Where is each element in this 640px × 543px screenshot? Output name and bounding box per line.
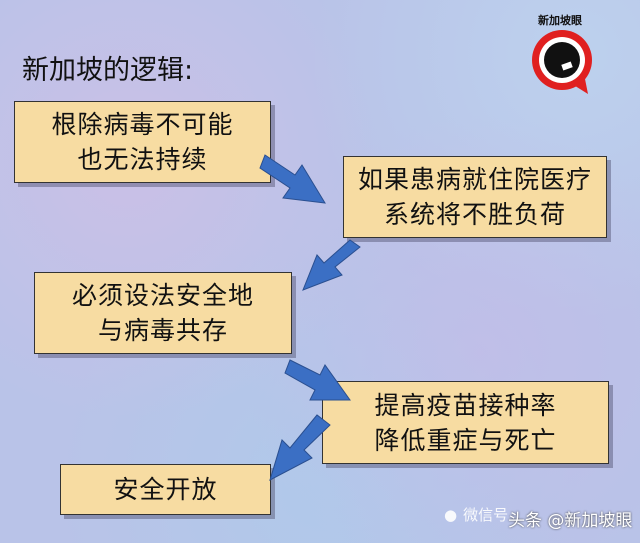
- step-4-line-2: 降低重症与死亡: [374, 425, 557, 455]
- step-box-5: 安全开放: [60, 464, 271, 515]
- diagram-title: 新加坡的逻辑:: [22, 55, 194, 86]
- step-box-4: 提高疫苗接种率 降低重症与死亡: [322, 381, 609, 464]
- step-3-line-1: 必须设法安全地: [71, 281, 254, 310]
- step-box-1: 根除病毒不可能 也无法持续: [14, 101, 271, 183]
- wechat-icon: ●: [444, 505, 458, 524]
- step-2-line-2: 系统将不胜负荷: [383, 200, 566, 229]
- watermark-wechat: ●微信号: [444, 505, 509, 525]
- arrow-down-left-icon: [302, 239, 361, 291]
- step-5-line-1: 安全开放: [113, 475, 218, 504]
- step-1-line-2: 也无法持续: [77, 145, 208, 174]
- step-3-line-2: 与病毒共存: [97, 316, 228, 345]
- logo-text: 新加坡眼: [538, 14, 582, 27]
- step-box-3: 必须设法安全地 与病毒共存: [34, 272, 292, 354]
- watermark-toutiao: 头条 @新加坡眼: [508, 511, 633, 531]
- arrow-down-left-icon: [269, 414, 331, 481]
- step-2-line-1: 如果患病就住院医疗: [357, 165, 592, 194]
- step-4-line-1: 提高疫苗接种率: [374, 390, 557, 420]
- arrow-down-right-icon: [284, 359, 351, 401]
- step-box-2: 如果患病就住院医疗 系统将不胜负荷: [343, 156, 607, 238]
- step-1-line-1: 根除病毒不可能: [51, 110, 234, 139]
- logo-eye-icon: [532, 30, 592, 94]
- arrow-down-right-icon: [259, 154, 326, 204]
